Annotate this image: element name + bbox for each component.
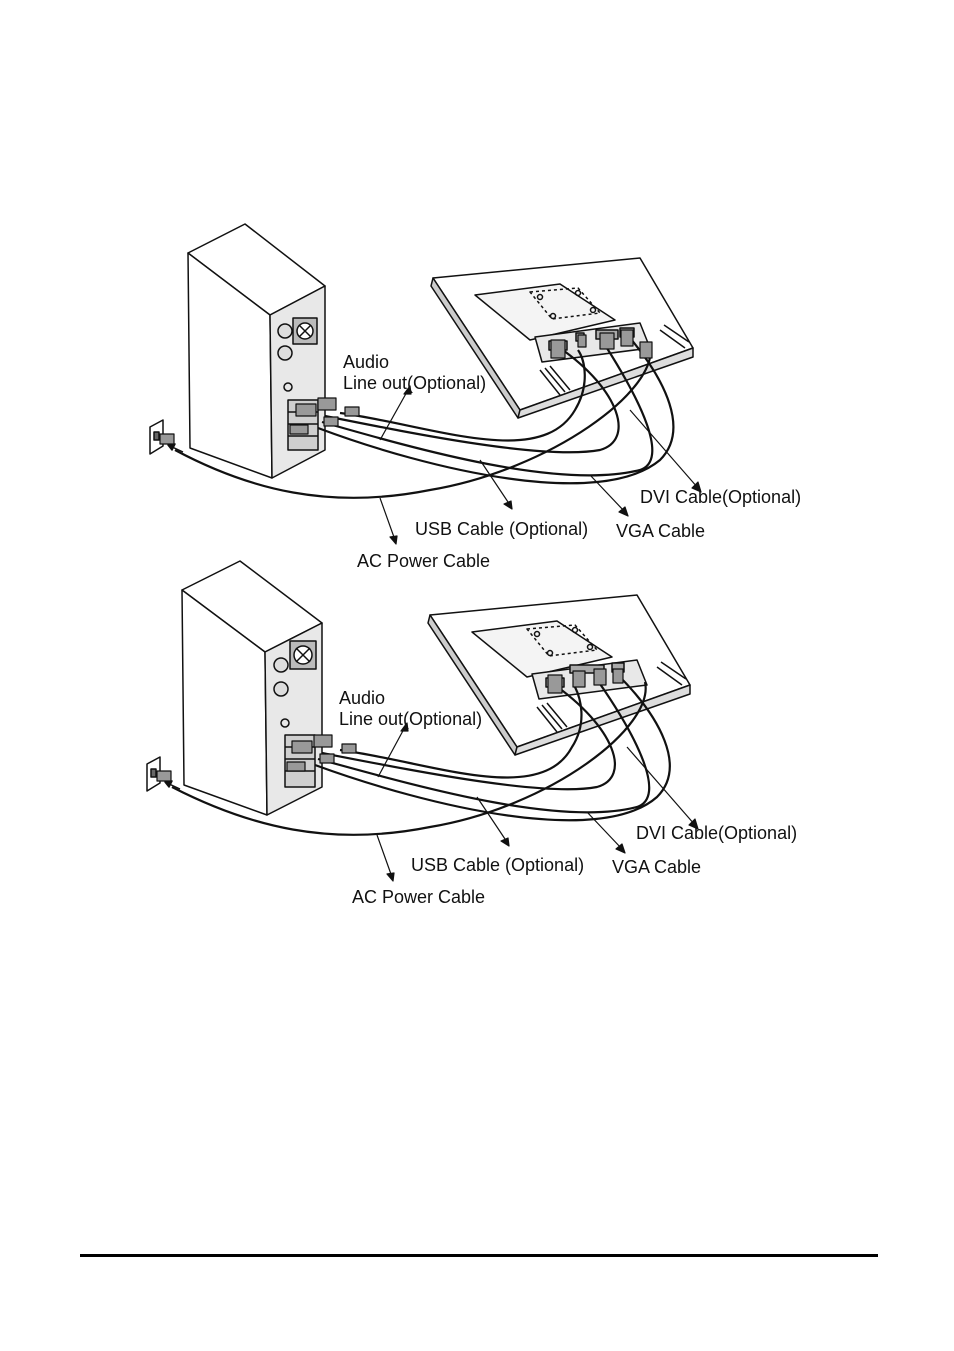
monitor xyxy=(431,258,693,418)
ac-power-cable-label: AC Power Cable xyxy=(352,887,485,908)
usb-cable-label: USB Cable (Optional) xyxy=(415,519,588,540)
usb-cable-label: USB Cable (Optional) xyxy=(411,855,584,876)
audio-label-line2: Line out(Optional) xyxy=(343,373,486,394)
computer-tower xyxy=(188,224,325,478)
audio-label-line2: Line out(Optional) xyxy=(339,709,482,730)
dvi-cable-label: DVI Cable(Optional) xyxy=(636,823,797,844)
computer-tower xyxy=(182,561,322,815)
vga-cable-label: VGA Cable xyxy=(612,857,701,878)
audio-label-line1: Audio xyxy=(343,352,389,373)
vga-cable-label: VGA Cable xyxy=(616,521,705,542)
connection-diagram-2: Audio Line out(Optional) DVI Cable(Optio… xyxy=(0,557,954,897)
connection-diagram-1: Audio Line out(Optional) DVI Cable(Optio… xyxy=(0,220,954,560)
footer-rule xyxy=(80,1254,878,1257)
dvi-cable-label: DVI Cable(Optional) xyxy=(640,487,801,508)
audio-label-line1: Audio xyxy=(339,688,385,709)
